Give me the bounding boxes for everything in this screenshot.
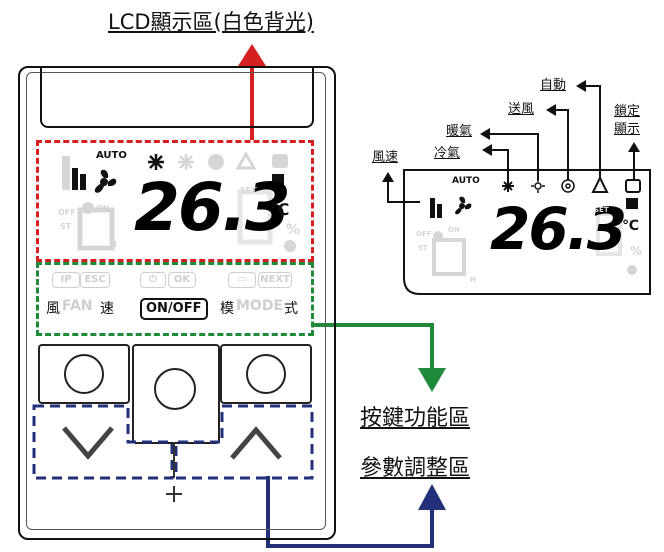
adjust-arrow-line — [266, 476, 434, 548]
fan-speed-mid: FAN — [62, 298, 93, 314]
fan-bar-2 — [80, 174, 86, 190]
next-key-label: NEXT — [258, 272, 292, 288]
callout-fan-speed-line — [387, 180, 420, 203]
down-arrow-icon — [62, 426, 114, 460]
mode-right: 式 — [284, 301, 298, 317]
power-icon-label: ⏻ — [140, 272, 166, 288]
key-arrow-head — [418, 368, 446, 392]
detail-temp-unit: ℃ — [622, 218, 639, 234]
bottom-symbol-icon — [166, 486, 182, 502]
detail-ghost-fan-icon — [561, 179, 575, 193]
sun-icon — [178, 154, 194, 170]
detail-temperature: 26.3 — [490, 195, 627, 263]
callout-heat-line — [488, 133, 539, 180]
detail-on-text: ON — [448, 226, 460, 234]
detail-ghost-clock — [433, 231, 443, 241]
lcd-area-box — [36, 140, 314, 262]
adjust-box-right — [174, 404, 314, 480]
detail-auto-text: AUTO — [452, 176, 480, 186]
lcd-st-text: ST — [60, 222, 72, 231]
lcd-percent-text: % — [286, 222, 301, 238]
lcd-arrow-head — [238, 44, 266, 66]
remote-top-window — [40, 66, 314, 128]
snowflake-icon — [148, 154, 164, 170]
key-function-label: 按鍵功能區 — [360, 406, 471, 431]
callout-auto: 自動 — [540, 78, 567, 93]
lock-indicator-icon — [272, 174, 284, 186]
fan-icon — [94, 169, 117, 193]
callout-cooling: 冷氣 — [434, 146, 461, 161]
up-arrow-icon — [230, 426, 282, 460]
lcd-icons — [62, 150, 296, 252]
ip-key-label: IP — [52, 272, 80, 288]
detail-lcd-outline — [403, 169, 651, 295]
mode-button-circle[interactable] — [246, 354, 286, 394]
lcd-temp-unit: ℃ — [270, 200, 290, 219]
lock-icon — [272, 154, 288, 168]
detail-fan-icon — [455, 196, 472, 215]
key-function-box — [36, 262, 314, 336]
detail-st-text: ST — [418, 244, 428, 252]
mode-mid: MODE — [236, 298, 284, 314]
remote-body — [18, 66, 336, 540]
key-arrow-line — [312, 323, 434, 372]
fan-bar-1 — [72, 168, 78, 190]
lcd-h-text: H — [110, 240, 117, 249]
esc-key-label: ESC — [80, 272, 110, 288]
parameter-adjust-label: 參數調整區 — [360, 456, 471, 481]
fan-speed-button-circle[interactable] — [64, 354, 104, 394]
recycle-icon — [235, 150, 257, 170]
lcd-off-text: OFF — [58, 208, 76, 217]
adjust-arrow-head — [418, 484, 446, 510]
ghost-clock-icon — [82, 202, 94, 214]
remote-inner-frame — [26, 72, 326, 530]
callout-fan-line — [554, 109, 569, 180]
detail-sun-icon — [531, 179, 545, 193]
mode-icon-label: ▭ — [228, 272, 256, 288]
lcd-area-label: LCD顯示區(白色背光) — [108, 10, 314, 34]
detail-set-text: SET — [594, 206, 609, 214]
callout-cooling-line — [490, 149, 509, 180]
callout-auto-line — [584, 85, 601, 180]
fan-speed-left: 風 — [46, 301, 60, 317]
ghost-sensor-icon — [284, 240, 296, 252]
detail-snowflake-icon — [502, 180, 514, 192]
ghost-timer-digits — [77, 207, 115, 251]
onoff-key-label: ON/OFF — [140, 298, 208, 320]
lcd-temperature: 26.3 — [134, 169, 291, 246]
detail-lock-indicator-icon — [626, 198, 638, 209]
lcd-on-text: ON — [96, 204, 110, 213]
detail-off-text: OFF — [416, 230, 432, 238]
callout-fan: 送風 — [508, 102, 535, 117]
detail-ghost-timer — [432, 238, 466, 276]
detail-percent-text: % — [630, 244, 643, 258]
fan-speed-right: 速 — [100, 301, 114, 317]
detail-recycle-icon — [591, 175, 609, 193]
callout-heat: 暖氣 — [446, 124, 473, 139]
callout-lock-line1: 鎖定 — [614, 104, 641, 119]
ghost-set-digits — [237, 189, 273, 245]
detail-lock-icon — [625, 179, 641, 193]
detail-ghost-sensor — [627, 265, 637, 275]
signal-bar-ghost — [62, 156, 70, 190]
callout-lock-line2: 顯示 — [614, 122, 641, 137]
detail-h-text: H — [470, 276, 476, 284]
lcd-auto-text: AUTO — [96, 150, 127, 161]
ghost-fan-icon — [208, 154, 224, 170]
lcd-set-text: SET — [240, 186, 257, 195]
mode-left: 模 — [220, 301, 234, 317]
ok-key-label: OK — [168, 272, 196, 288]
callout-fan-speed: 風速 — [372, 150, 399, 165]
detail-ghost-set-digits — [596, 212, 622, 256]
power-button-circle[interactable] — [154, 368, 196, 410]
